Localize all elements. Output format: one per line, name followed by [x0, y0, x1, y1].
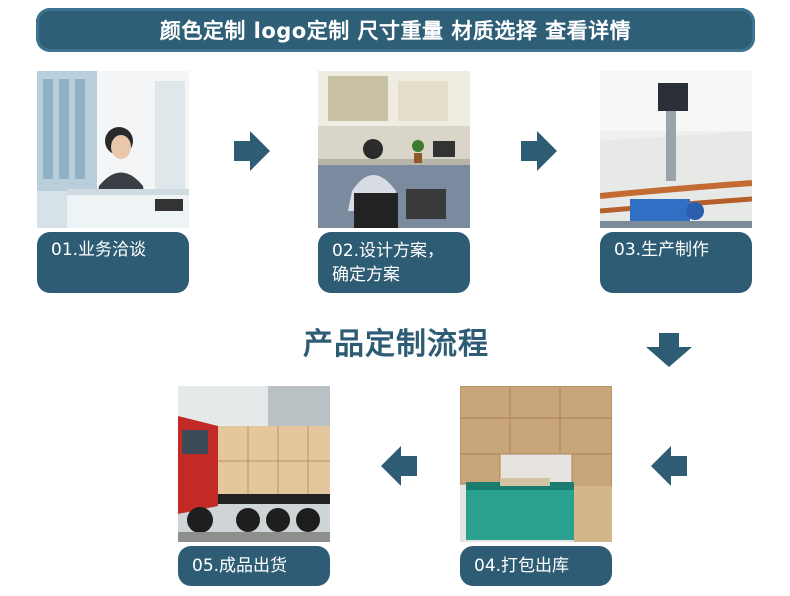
- step-2-label: 02.设计方案， 确定方案: [318, 232, 470, 293]
- step-1-label: 01.业务洽谈: [37, 232, 189, 293]
- step-4-label: 04.打包出库: [460, 546, 612, 586]
- arrow-left-icon: [381, 446, 417, 486]
- step-5-label: 05.成品出货: [178, 546, 330, 586]
- step-3-label-text: 03.生产制作: [614, 240, 710, 260]
- step-3-label: 03.生产制作: [600, 232, 752, 293]
- office-receptionist-photo: [37, 71, 189, 228]
- arrow-right-icon: [521, 131, 557, 171]
- arrow-left-icon: [651, 446, 687, 486]
- header-title: 颜色定制 logo定制 尺寸重量 材质选择 查看详情: [159, 19, 632, 43]
- step-4-label-text: 04.打包出库: [474, 556, 570, 576]
- arrow-down-icon: [646, 333, 692, 367]
- step-5-label-text: 05.成品出货: [192, 556, 288, 576]
- design-office-photo: [318, 71, 470, 228]
- step-2-label-line1: 02.设计方案，: [332, 240, 445, 261]
- step-1-label-text: 01.业务洽谈: [51, 240, 147, 260]
- step-2-label-line2: 确定方案: [332, 264, 400, 285]
- arrow-right-icon: [234, 131, 270, 171]
- header-banner: 颜色定制 logo定制 尺寸重量 材质选择 查看详情: [36, 8, 755, 52]
- truck-shipping-photo: [178, 386, 330, 542]
- cutting-machine-photo: [600, 71, 752, 228]
- center-title: 产品定制流程: [303, 327, 489, 362]
- packing-warehouse-photo: [460, 386, 612, 542]
